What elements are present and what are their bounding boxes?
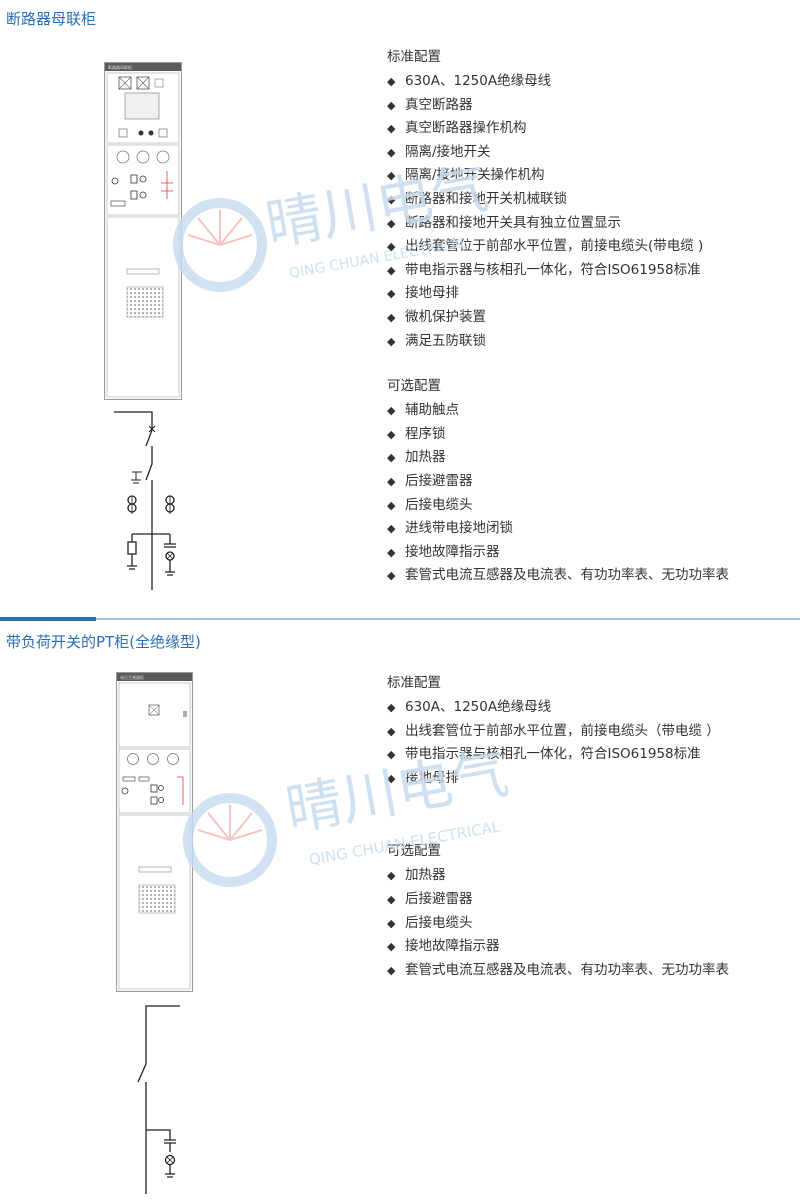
diamond-bullet-icon: ◆ xyxy=(387,474,396,488)
diamond-bullet-icon: ◆ xyxy=(387,169,396,183)
diamond-bullet-icon: ◆ xyxy=(387,451,396,465)
list-item: ◆630A、1250A绝缘母线 xyxy=(387,696,729,720)
diamond-bullet-icon: ◆ xyxy=(387,427,396,441)
list-item: ◆加热器 xyxy=(387,864,729,888)
list-item: ◆接地母排 xyxy=(387,767,729,791)
panel-label: 电压互感器柜 xyxy=(120,674,144,680)
standard-config-title: 标准配置 xyxy=(387,675,441,691)
list-item: ◆微机保护装置 xyxy=(387,306,729,330)
optional-config-list: ◆辅助触点 ◆程序锁 ◆加热器 ◆后接避雷器 ◆后接电缆头 ◆进线带电接地闭锁 … xyxy=(387,399,729,588)
busbar-coupler-cabinet: 断路器母联柜 xyxy=(104,62,182,400)
diamond-bullet-icon: ◆ xyxy=(387,771,396,785)
single-line-diagram-busbar-coupler xyxy=(108,410,188,590)
standard-config-title: 标准配置 xyxy=(387,49,441,65)
diamond-bullet-icon: ◆ xyxy=(387,240,396,254)
list-item: ◆后接电缆头 xyxy=(387,494,729,518)
panel-label: 断路器母联柜 xyxy=(108,64,132,70)
list-item: ◆断路器和接地开关具有独立位置显示 xyxy=(387,212,729,236)
config-block-busbar-coupler: 标准配置 ◆630A、1250A绝缘母线 ◆真空断路器 ◆真空断路器操作机构 ◆… xyxy=(387,46,729,588)
single-line-diagram-pt-cabinet xyxy=(130,1004,210,1194)
section-separator xyxy=(0,617,800,621)
diamond-bullet-icon: ◆ xyxy=(387,192,396,206)
optional-config-list: ◆加热器 ◆后接避雷器 ◆后接电缆头 ◆接地故障指示器 ◆套管式电流互感器及电流… xyxy=(387,864,729,982)
pt-cabinet: 电压互感器柜 xyxy=(116,672,193,992)
list-item: ◆加热器 xyxy=(387,446,729,470)
diamond-bullet-icon: ◆ xyxy=(387,216,396,230)
config-block-pt-cabinet: 标准配置 ◆630A、1250A绝缘母线 ◆出线套管位于前部水平位置，前接电缆头… xyxy=(387,672,729,982)
cabinet-drawing: 断路器母联柜 xyxy=(105,63,181,398)
standard-config-list: ◆630A、1250A绝缘母线 ◆真空断路器 ◆真空断路器操作机构 ◆隔离/接地… xyxy=(387,70,729,353)
list-item: ◆隔离/接地开关操作机构 xyxy=(387,164,729,188)
diamond-bullet-icon: ◆ xyxy=(387,701,396,714)
diamond-bullet-icon: ◆ xyxy=(387,310,396,324)
diamond-bullet-icon: ◆ xyxy=(387,869,396,883)
list-item: ◆真空断路器 xyxy=(387,94,729,118)
list-item: ◆630A、1250A绝缘母线 xyxy=(387,70,729,94)
list-item: ◆出线套管位于前部水平位置，前接电缆头(带电缆 ) xyxy=(387,235,729,259)
diamond-bullet-icon: ◆ xyxy=(387,122,396,136)
list-item: ◆带电指示器与核相孔一体化，符合ISO61958标准 xyxy=(387,743,729,767)
standard-config-list: ◆630A、1250A绝缘母线 ◆出线套管位于前部水平位置，前接电缆头（带电缆 … xyxy=(387,696,729,790)
list-item: ◆接地母排 xyxy=(387,282,729,306)
diamond-bullet-icon: ◆ xyxy=(387,545,396,559)
section-title-pt-cabinet: 带负荷开关的PT柜(全绝缘型) xyxy=(6,633,201,651)
diamond-bullet-icon: ◆ xyxy=(387,404,396,418)
list-item: ◆真空断路器操作机构 xyxy=(387,117,729,141)
section-title-busbar-coupler: 断路器母联柜 xyxy=(6,10,97,28)
list-item: ◆带电指示器与核相孔一体化，符合ISO61958标准 xyxy=(387,259,729,283)
list-item: ◆断路器和接地开关机械联锁 xyxy=(387,188,729,212)
cabinet-drawing: 电压互感器柜 xyxy=(117,673,192,990)
list-item: ◆辅助触点 xyxy=(387,399,729,423)
optional-config-title: 可选配置 xyxy=(387,378,441,395)
diamond-bullet-icon: ◆ xyxy=(387,522,396,536)
list-item: ◆隔离/接地开关 xyxy=(387,141,729,165)
diamond-bullet-icon: ◆ xyxy=(387,145,396,159)
list-item: ◆后接避雷器 xyxy=(387,470,729,494)
diamond-bullet-icon: ◆ xyxy=(387,940,396,954)
diamond-bullet-icon: ◆ xyxy=(387,963,396,977)
list-item: ◆满足五防联锁 xyxy=(387,330,729,354)
list-item: ◆后接电缆头 xyxy=(387,912,729,936)
diamond-bullet-icon: ◆ xyxy=(387,748,396,762)
diamond-bullet-icon: ◆ xyxy=(387,263,396,277)
list-item: ◆接地故障指示器 xyxy=(387,935,729,959)
list-item: ◆后接避雷器 xyxy=(387,888,729,912)
diamond-bullet-icon: ◆ xyxy=(387,287,396,301)
diamond-bullet-icon: ◆ xyxy=(387,334,396,348)
diamond-bullet-icon: ◆ xyxy=(387,916,396,930)
list-item: ◆程序锁 xyxy=(387,423,729,447)
list-item: ◆接地故障指示器 xyxy=(387,541,729,565)
list-item: ◆出线套管位于前部水平位置，前接电缆头（带电缆 ） xyxy=(387,720,729,744)
diamond-bullet-icon: ◆ xyxy=(387,498,396,512)
diamond-bullet-icon: ◆ xyxy=(387,75,396,88)
list-item: ◆套管式电流互感器及电流表、有功功率表、无功功率表 xyxy=(387,564,729,588)
diamond-bullet-icon: ◆ xyxy=(387,569,396,583)
diamond-bullet-icon: ◆ xyxy=(387,892,396,906)
list-item: ◆套管式电流互感器及电流表、有功功率表、无功功率表 xyxy=(387,959,729,983)
optional-config-title: 可选配置 xyxy=(387,843,441,860)
list-item: ◆进线带电接地闭锁 xyxy=(387,517,729,541)
diamond-bullet-icon: ◆ xyxy=(387,98,396,112)
diamond-bullet-icon: ◆ xyxy=(387,724,396,738)
